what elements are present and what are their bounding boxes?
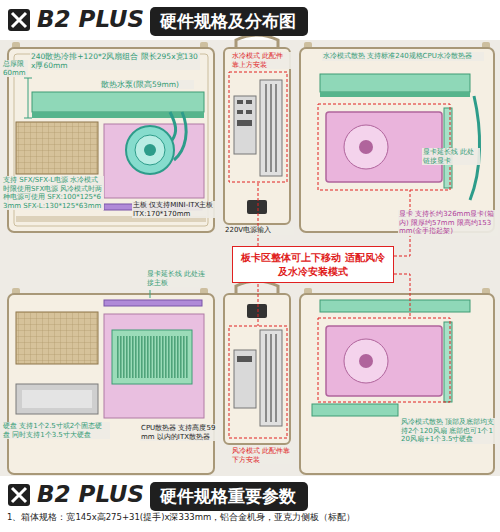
- case-rear-top: [237, 110, 243, 114]
- brand-name: B2 PLUS: [36, 480, 145, 508]
- case-side-air: [116, 336, 188, 378]
- board-note: 主板 仅支持MINI-ITX主板 ITX:170*170mm: [132, 201, 216, 218]
- spec-line: 1、箱体规格：宽145x高275+31(提手)x深333mm，铝合金机身，亚克力…: [6, 512, 498, 522]
- heading-band: 硬件规格及分布图: [150, 7, 308, 36]
- case-rear-top: [246, 110, 252, 114]
- guide-line: [258, 182, 259, 246]
- case-rear-top: [234, 96, 256, 154]
- case-rear-bottom: [224, 281, 290, 444]
- case-side-air: [16, 312, 98, 364]
- case-rear-bottom: [224, 294, 290, 444]
- case-side-gpu-water: [318, 104, 450, 190]
- case-side-air: [8, 294, 214, 474]
- case-side-gpu-water: [359, 140, 373, 154]
- case-side-gpu-air: [300, 288, 494, 474]
- radiator-note: 240散热冷排+120*2风扇组合 限长295x宽130x厚60mm: [30, 52, 200, 70]
- case-rear-bottom: [247, 304, 267, 318]
- pump-note: 散热水泵(限高59mm): [100, 80, 194, 89]
- case-side-gpu-water: [320, 92, 470, 97]
- case-rear-top: [260, 80, 282, 176]
- case-side-air: [22, 390, 92, 408]
- case-side-gpu-air: [444, 322, 452, 402]
- cooling-note: 水冷模式散热 支持标准240规格CPU水冷散热器: [322, 52, 484, 61]
- riser-note: 显卡延长线 此处链接显卡: [422, 148, 480, 165]
- case-side-water: [135, 135, 165, 165]
- case-rear-top: [236, 35, 278, 48]
- case-rear-bottom: [237, 356, 252, 362]
- case-side-water: [104, 124, 204, 198]
- case-side-water: [16, 122, 98, 174]
- case-side-gpu-water: [300, 42, 494, 232]
- cooler-note: CPU散热器 支持高度59mm 以内的ITX散热器: [140, 424, 218, 441]
- case-rear-top: [246, 100, 252, 104]
- case-rear-bottom: [234, 350, 256, 408]
- brand-logo: [12, 13, 26, 27]
- guide-line: [394, 274, 410, 318]
- case-side-water: [32, 112, 204, 118]
- heading-band: 硬件规格重要参数: [150, 482, 308, 511]
- node-text: 硬件规格及分布图: [160, 10, 298, 33]
- case-rear-bottom: [229, 326, 287, 438]
- ground-panel: [0, 40, 500, 476]
- case-side-air: [8, 288, 214, 474]
- case-rear-top: [247, 200, 267, 214]
- node-text: 板卡区整体可上下移动 适配风冷及水冷安装模式: [239, 251, 387, 278]
- thickness-note: 总厚限 60mm: [2, 60, 28, 77]
- case-side-gpu-air: [312, 404, 398, 416]
- riser-note: 显卡延长线 此处连接主板: [146, 270, 210, 287]
- case-side-air: [150, 290, 151, 298]
- case-side-gpu-water: [320, 74, 470, 92]
- brand-logo: [12, 488, 26, 502]
- cooling-note: 风冷模式散热 顶部及底部均支持2个120风扇 底部也可1个120风扇+1个3.5…: [400, 418, 498, 444]
- guide-line: [258, 284, 259, 326]
- case-side-water: [126, 126, 174, 174]
- case-side-gpu-air: [300, 294, 494, 474]
- case-side-gpu-water: [300, 48, 494, 232]
- case-rear-top: [229, 72, 287, 182]
- case-side-gpu-air: [326, 326, 442, 396]
- case-side-air: [112, 330, 192, 384]
- case-rear-bottom: [263, 334, 279, 422]
- case-rear-bottom: [260, 330, 282, 426]
- gpu-note: 显卡 支持长约326mm显卡(箱内) 限厚约57mm 限高约153mm(金手指起…: [398, 210, 498, 236]
- case-side-water: [24, 78, 32, 118]
- case-rear-top: [224, 48, 290, 224]
- power-input-note: 220V电源输入: [224, 226, 294, 235]
- case-side-water: [32, 92, 204, 112]
- case-side-air: [16, 312, 98, 364]
- case-side-gpu-air: [320, 300, 470, 312]
- case-side-gpu-air: [318, 318, 450, 402]
- drive-note: 硬盘 支持1个2.5寸或2个固态硬盘 同时支持1个3.5寸大硬盘: [2, 422, 110, 439]
- case-side-water: [16, 122, 98, 174]
- case-side-gpu-water: [344, 125, 388, 169]
- case-rear-top: [263, 84, 279, 172]
- brand-logo: [8, 484, 30, 506]
- case-side-gpu-air: [344, 339, 388, 383]
- case-side-water: [144, 144, 156, 156]
- note-box: 板卡区整体可上下移动 适配风冷及水冷安装模式: [232, 246, 394, 283]
- case-side-gpu-water: [326, 112, 442, 182]
- node-text: 硬件规格重要参数: [160, 485, 298, 508]
- brand-name: B2 PLUS: [36, 5, 145, 33]
- mount-note: 风冷模式 此配件靠下方安装: [231, 447, 293, 464]
- case-side-gpu-air: [359, 354, 373, 368]
- case-side-air: [104, 314, 204, 418]
- psu-note: 支持 SFX/SFX-L电源 水冷模式时限使用SFX电源 风冷模式时两种电源可使…: [2, 176, 104, 210]
- mount-note: 水冷模式 此配件靠上方安装: [231, 52, 291, 69]
- case-rear-top: [224, 35, 290, 224]
- case-side-air: [16, 384, 98, 414]
- case-side-water: [170, 112, 186, 160]
- case-side-air: [104, 300, 202, 306]
- case-rear-top: [237, 100, 243, 104]
- brand-logo: [8, 9, 30, 31]
- case-rear-top: [237, 120, 252, 126]
